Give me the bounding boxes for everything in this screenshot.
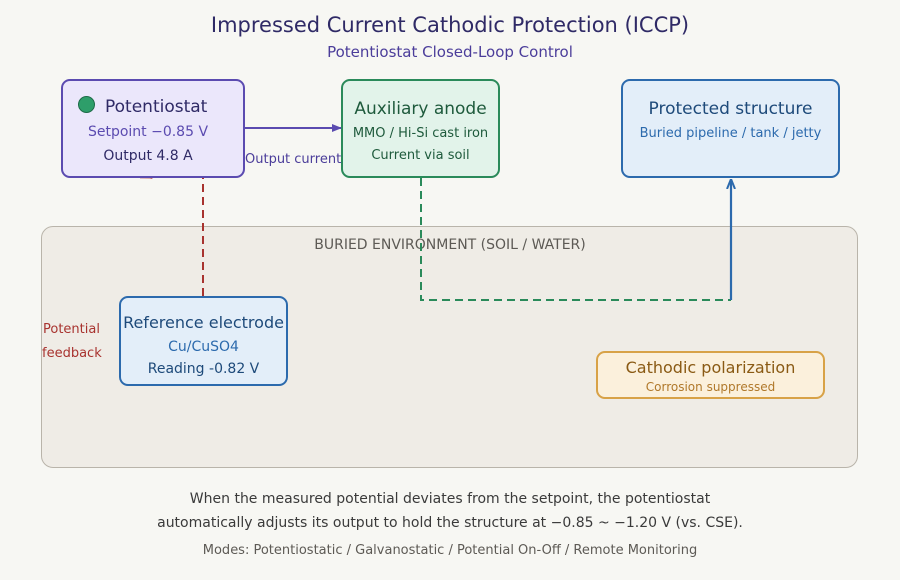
diagram-subtitle: Potentiostat Closed-Loop Control bbox=[327, 43, 573, 61]
feedback-label-line2: feedback bbox=[42, 346, 102, 361]
anode-material: MMO / Hi-Si cast iron bbox=[352, 126, 489, 141]
polarization-title: Cathodic polarization bbox=[625, 358, 796, 377]
footer-line-2: automatically adjusts its output to hold… bbox=[157, 515, 743, 531]
reference-type: Cu/CuSO4 bbox=[168, 339, 239, 355]
structure-title: Protected structure bbox=[648, 99, 813, 119]
footer-modes: Modes: Potentiostatic / Galvanostatic / … bbox=[202, 543, 698, 558]
environment-label: BURIED ENVIRONMENT (SOIL / WATER) bbox=[314, 237, 586, 253]
status-indicator-icon bbox=[78, 96, 95, 113]
protected-structure-box[interactable]: Protected structure Buried pipeline / ta… bbox=[621, 79, 840, 178]
cathodic-polarization-box[interactable]: Cathodic polarization Corrosion suppress… bbox=[596, 351, 825, 399]
potentiostat-box[interactable]: Potentiostat Setpoint −0.85 V Output 4.8… bbox=[61, 79, 245, 178]
anode-note: Current via soil bbox=[371, 148, 470, 163]
footer-line-1: When the measured potential deviates fro… bbox=[189, 491, 711, 507]
soil-current-path bbox=[420, 178, 731, 301]
structure-examples: Buried pipeline / tank / jetty bbox=[639, 126, 822, 141]
setpoint-value: Setpoint −0.85 V bbox=[87, 124, 209, 140]
reference-reading: Reading -0.82 V bbox=[147, 361, 260, 377]
reference-title: Reference electrode bbox=[123, 313, 284, 332]
polarization-note: Corrosion suppressed bbox=[645, 380, 776, 394]
auxiliary-anode-box[interactable]: Auxiliary anode MMO / Hi-Si cast iron Cu… bbox=[341, 79, 500, 178]
anode-title: Auxiliary anode bbox=[354, 99, 487, 119]
reference-electrode-box[interactable]: Reference electrode Cu/CuSO4 Reading -0.… bbox=[119, 296, 288, 386]
output-current-label: Output current bbox=[245, 152, 342, 167]
output-value: Output 4.8 A bbox=[103, 148, 193, 164]
diagram-title: Impressed Current Cathodic Protection (I… bbox=[210, 13, 690, 37]
potentiostat-title: Potentiostat bbox=[105, 97, 208, 117]
feedback-label-line1: Potential bbox=[43, 322, 100, 337]
